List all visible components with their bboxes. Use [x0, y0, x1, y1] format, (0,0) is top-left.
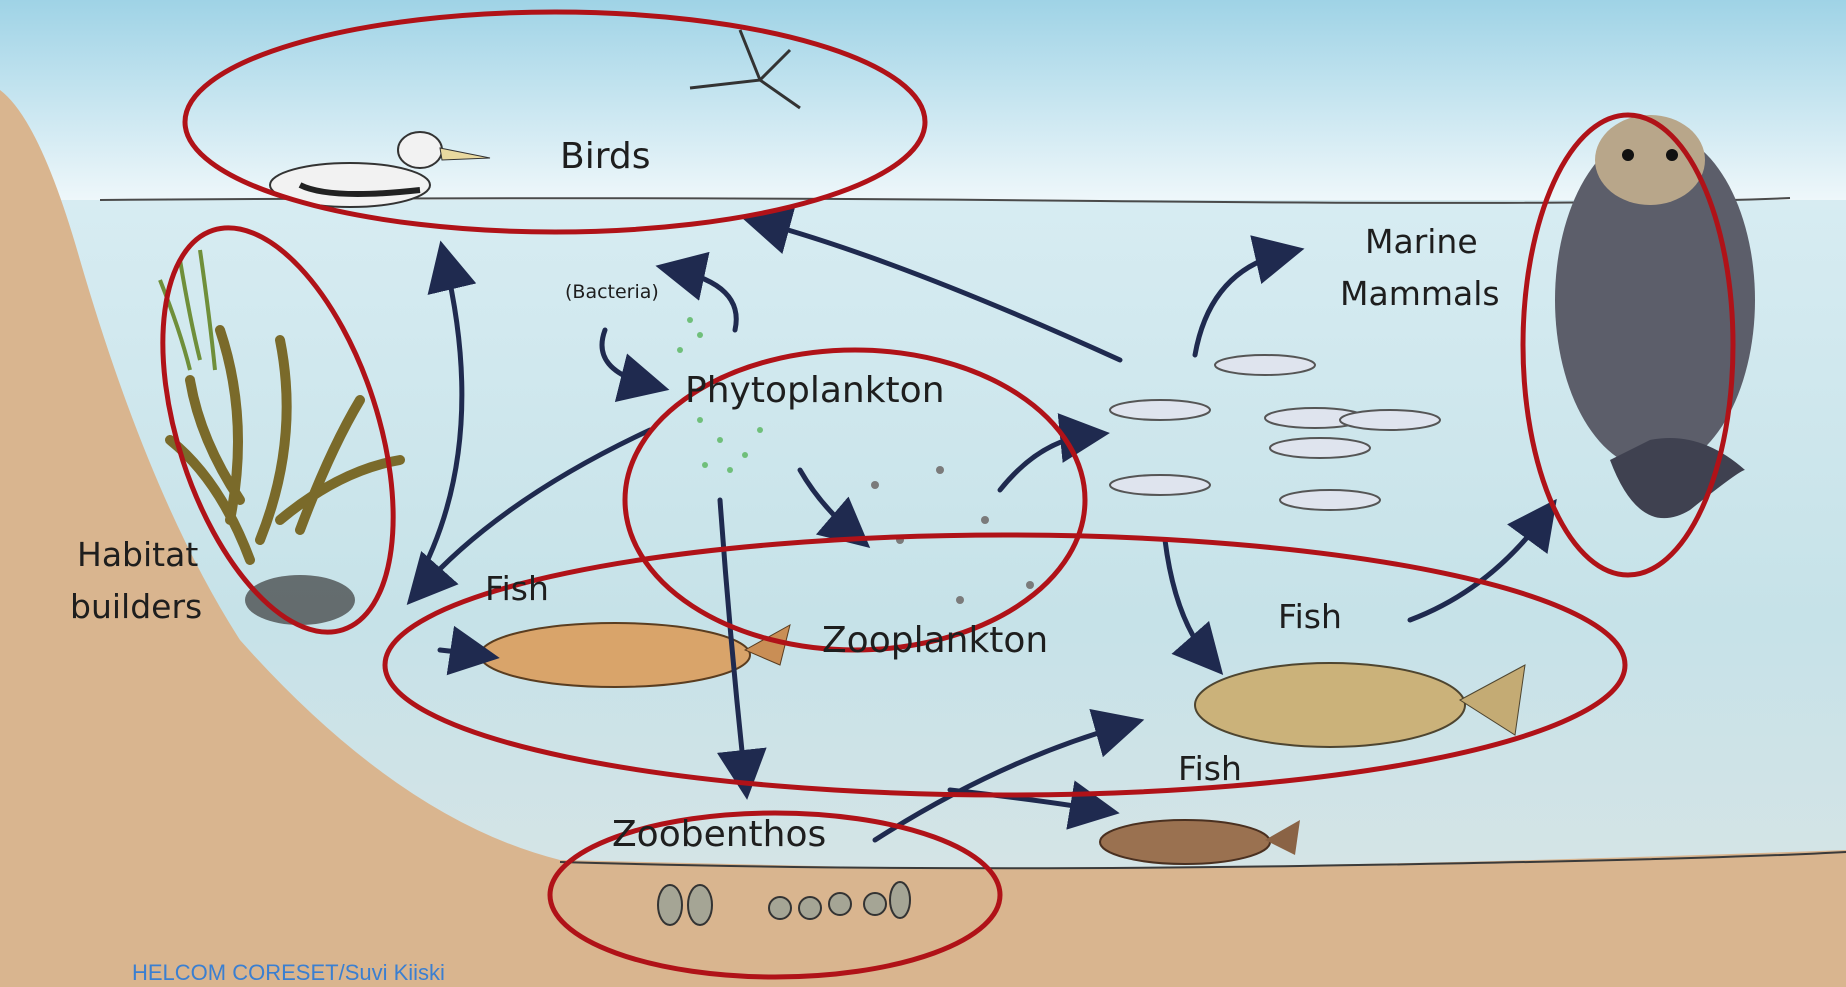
sky-area [0, 0, 1846, 200]
label-habitat-builders-line1: Habitat [77, 535, 198, 574]
label-fish-right: Fish [1278, 597, 1342, 636]
label-fish-bottom: Fish [1178, 749, 1242, 788]
image-credit: HELCOM CORESET/Suvi Kiiski [132, 960, 445, 987]
label-zooplankton: Zooplankton [822, 620, 1048, 661]
label-marine-mammals-line1: Marine [1365, 222, 1478, 261]
label-marine-mammals-line2: Mammals [1340, 274, 1500, 313]
label-fish-left: Fish [485, 569, 549, 608]
label-bacteria: (Bacteria) [565, 281, 659, 303]
label-phytoplankton: Phytoplankton [685, 370, 945, 411]
label-habitat-builders-line2: builders [70, 587, 202, 626]
label-birds: Birds [560, 136, 650, 177]
label-zoobenthos: Zoobenthos [612, 814, 826, 855]
